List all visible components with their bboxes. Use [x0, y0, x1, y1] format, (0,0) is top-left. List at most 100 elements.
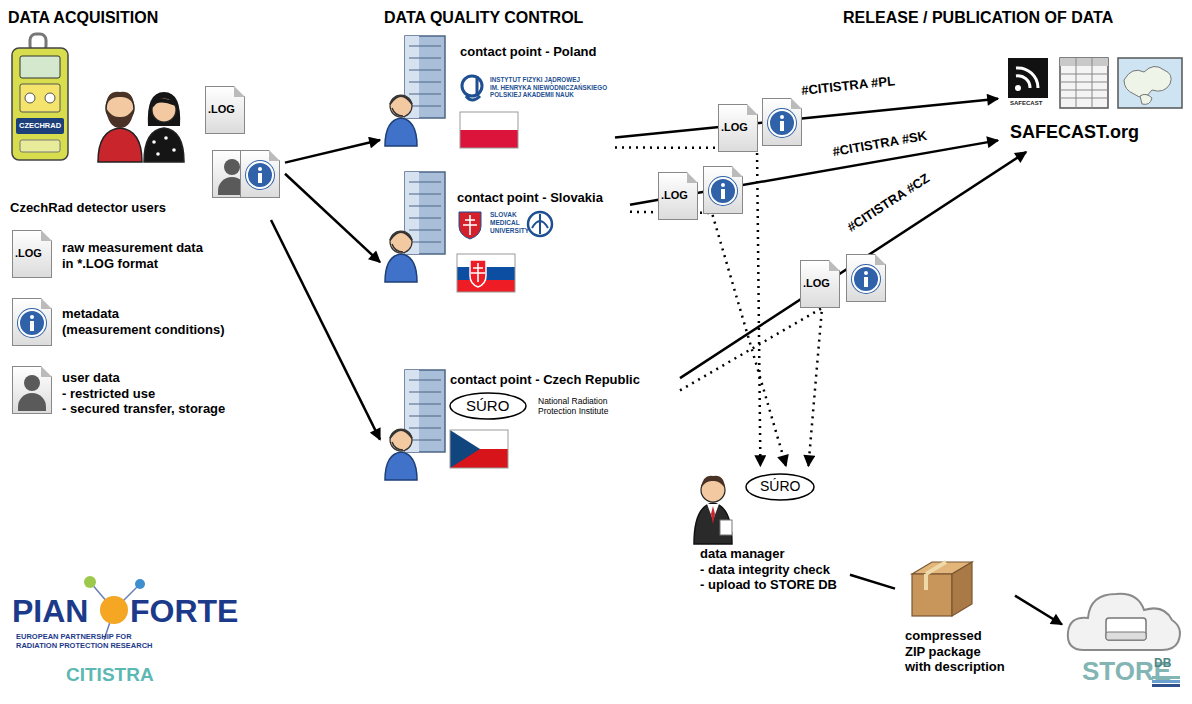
text-line: (measurement conditions)	[62, 322, 225, 338]
text-line: data manager	[700, 546, 837, 562]
zip-package: compressed ZIP package with description	[895, 555, 1015, 695]
text-line: DATA QUALITY CONTROL	[384, 8, 583, 27]
node-text: National Radiation Protection Institute	[538, 396, 608, 416]
file-type: .LOG	[208, 103, 235, 116]
arrow	[1015, 596, 1062, 625]
metadata-icon	[240, 150, 280, 198]
text-line: SÚRO	[760, 478, 800, 495]
node-text: SÚRO	[466, 397, 509, 415]
dotted-arrow	[630, 212, 786, 466]
text-line: contact point - Poland	[460, 44, 597, 60]
metadata-icon	[846, 254, 886, 302]
data-manager-figure	[694, 476, 732, 544]
info-dot	[258, 167, 262, 171]
text-line: .LOG	[721, 121, 748, 134]
node-text: INSTYTUT FIZYKI JĄDROWEJ IM. HENRYKA NIE…	[490, 76, 607, 99]
info-dot	[864, 271, 868, 275]
text-line: - upload to STORE DB	[700, 577, 837, 593]
file-type: .LOG	[15, 247, 42, 260]
file-type: .LOG	[721, 121, 748, 134]
page-fold	[791, 98, 802, 109]
legend-text: metadata (measurement conditions)	[62, 306, 225, 337]
metadata-icon	[762, 98, 802, 146]
text-line: contact point - Czech Republic	[450, 372, 640, 388]
edge-label: #CITISTRA #SK	[829, 128, 932, 161]
info-circle	[18, 309, 46, 337]
text-line: compressed	[905, 628, 1005, 644]
project-name: CITISTRA	[66, 664, 154, 687]
text-line: SAFECAST.org	[1010, 122, 1139, 144]
text-line: Protection Institute	[538, 406, 608, 416]
file-type: .LOG	[803, 277, 830, 290]
info-circle	[768, 109, 796, 137]
info-bar	[721, 189, 725, 199]
institute-logos	[450, 76, 814, 500]
column-heading: DATA ACQUISITION	[8, 8, 158, 27]
arrow	[271, 220, 380, 440]
arrow	[285, 174, 380, 262]
text-line: user data	[62, 370, 225, 386]
text-line: IM. HENRYKA NIEWODNICZAŃSKIEGO	[490, 84, 607, 92]
text-line: .LOG	[15, 247, 42, 260]
node-text: SAFECAST	[1010, 100, 1042, 107]
device-name: CZECHRAD	[19, 121, 61, 130]
logo-text: FORTE	[130, 592, 238, 630]
page-fold	[41, 366, 52, 377]
text-line: SAFECAST	[1010, 100, 1042, 107]
text-line: RELEASE / PUBLICATION OF DATA	[843, 8, 1113, 27]
edge-label: #CITISTRA #PL	[797, 73, 898, 99]
text-line: UNIVERSITY	[490, 227, 529, 235]
data-manager: SÚRO data manager - data integrity check …	[690, 466, 850, 611]
logo-text: PIAN	[12, 592, 88, 630]
dotted-arrow	[615, 148, 760, 467]
text-line: MEDICAL	[490, 219, 529, 227]
info-circle	[246, 161, 274, 189]
detector-illustration	[12, 34, 68, 160]
arrow	[680, 152, 1026, 378]
page-fold	[829, 260, 840, 271]
info-bar	[258, 173, 262, 183]
metadata-icon	[12, 298, 52, 346]
info-bar	[864, 277, 868, 287]
page-fold	[747, 104, 758, 115]
text-line: .LOG	[661, 189, 688, 202]
text-line: CZECHRAD	[19, 121, 61, 130]
safecast-icons	[1008, 58, 1182, 108]
text-line: contact point - Slovakia	[457, 190, 603, 206]
user-head	[24, 375, 40, 391]
text-line: .LOG	[208, 103, 235, 116]
column-heading: DATA QUALITY CONTROL	[384, 8, 583, 27]
publication-site: SAFECAST SAFECAST.org	[998, 55, 1186, 152]
text-line: SLOVAK	[490, 211, 529, 219]
text-line: EUROPEAN PARTNERSHIP FOR	[16, 632, 153, 641]
node-text: contact point - Slovakia	[457, 190, 603, 206]
text-line: with description	[905, 659, 1005, 675]
contact-point-figures	[385, 36, 445, 480]
dotted-arrow	[680, 308, 822, 466]
node-text: compressed ZIP package with description	[905, 628, 1005, 675]
info-bar	[780, 121, 784, 131]
column-heading: RELEASE / PUBLICATION OF DATA	[843, 8, 1113, 27]
logo-subtitle: EUROPEAN PARTNERSHIP FOR RADIATION PROTE…	[16, 632, 153, 650]
text-line: ZIP package	[905, 644, 1005, 660]
legend-text: raw measurement data in *.LOG format	[62, 240, 203, 271]
text-line: - restricted use	[62, 386, 225, 402]
info-dot	[30, 315, 34, 319]
text-line: CITISTRA	[66, 664, 154, 687]
text-line: DATA ACQUISITION	[8, 8, 158, 27]
node-text: SÚRO	[760, 478, 800, 495]
info-bar	[30, 321, 34, 331]
text-line: - secured transfer, storage	[62, 401, 225, 417]
node-text: data manager - data integrity check - up…	[700, 546, 837, 593]
contact-point: contact point - SlovakiaSLOVAK MEDICAL U…	[380, 160, 630, 300]
text-line: .LOG	[803, 277, 830, 290]
text-line: raw measurement data	[62, 240, 203, 256]
file-type: .LOG	[661, 189, 688, 202]
text-line: INSTYTUT FIZYKI JĄDROWEJ	[490, 76, 607, 84]
text-line: DB	[1154, 656, 1171, 670]
edge-label: #CITISTRA #CZ	[841, 169, 934, 237]
node-text: DB	[1154, 656, 1171, 670]
text-line: SÚRO	[466, 397, 509, 415]
page-fold	[732, 166, 743, 177]
